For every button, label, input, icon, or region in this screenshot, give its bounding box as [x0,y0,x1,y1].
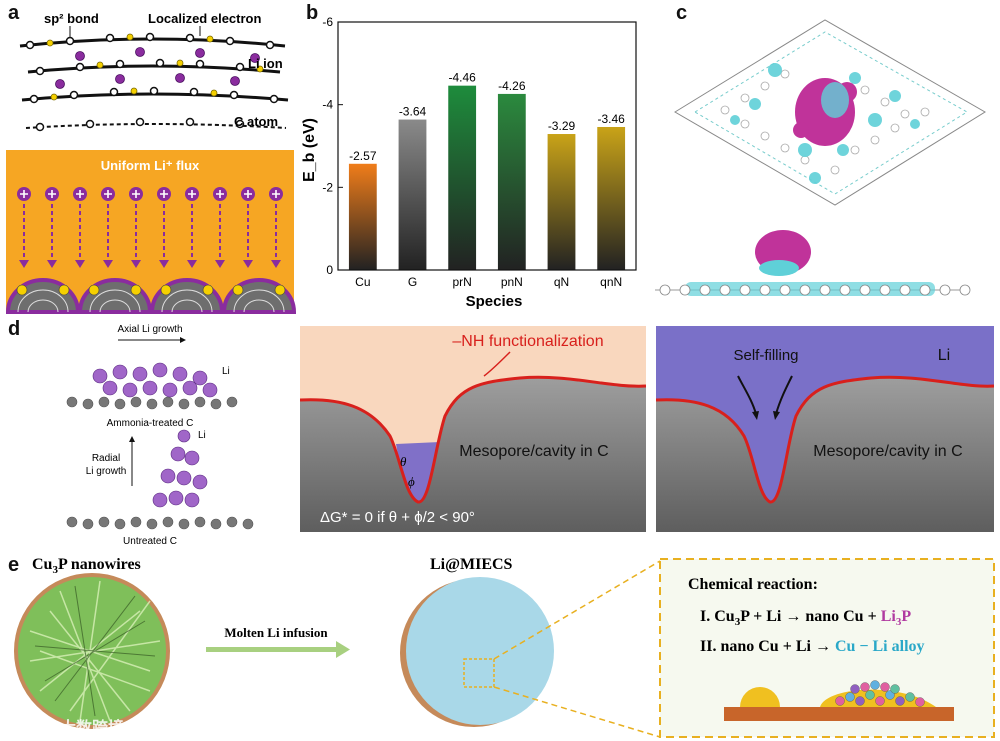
chart-ylabel: E_b (eV) [301,118,318,182]
panel-letter-a: a [8,2,20,24]
panel-d-mesopore-li: Self-filling Li Mesopore/cavity in C [656,326,994,532]
label-phi: ϕ [408,474,415,489]
label-axial-growth: Axial Li growth [117,324,182,335]
bar-Cu [348,163,377,270]
panel-letter-c: c [676,2,688,24]
x-tick-label: qnN [600,275,622,289]
label-li-right: Li [938,347,950,364]
bar-pnN [497,93,526,270]
label-untreated: Untreated C [123,536,177,547]
label-c-atom: C atom [234,114,278,129]
bar-value-label: -3.29 [548,119,576,133]
carbon-hosts [5,278,297,314]
bar-chart: -2.57 -3.64 -4.46 -4.26 -3.29 -3.46 0 -2 -4 -6Cu… [301,15,637,310]
label-sp2-bond: sp² bond [44,11,99,26]
panel-d-growth-models: Axial Li growth Li Ammonia-treated C Rad… [66,324,254,547]
x-tick-label: pnN [501,275,523,289]
bar-value-label: -3.46 [597,112,625,126]
reaction-1: I. Cu3P + Li → nano Cu + Li3P [700,608,911,628]
label-mesopore-left: Mesopore/cavity in C [459,443,608,460]
zoom-box [463,658,495,688]
label-molten-li: Molten Li infusion [224,625,328,640]
label-nh: –NH functionalization [452,333,603,350]
bar-value-label: -4.46 [448,71,476,85]
label-li-top: Li [222,366,230,377]
bar-qN [547,134,576,270]
chart-frame [337,21,637,271]
bar-value-label: -2.57 [349,149,377,163]
label-li-bottom: Li [198,430,206,441]
reaction-2: II. nano Cu + Li → Cu − Li alloy [700,638,925,655]
panel-letter-d: d [8,318,21,340]
y-tick-label: -2 [322,180,333,194]
label-li-ion: Li ion [248,56,283,71]
label-radial-line1: Radial [92,453,120,464]
label-self-filling: Self-filling [733,347,798,364]
alloy-particles [835,680,925,707]
untreated-substrate [66,516,254,530]
panel-letter-e: e [8,554,20,576]
panel-letter-b: b [306,2,319,24]
bar-value-label: -4.26 [498,79,526,93]
panel-e-schematic: Cu3P nanowires Li@MIECS Molten Li infusi… [14,556,995,738]
li-miecs-disc [406,577,554,725]
chart-xlabel: Species [466,293,523,310]
label-cu3p-nanowires: Cu3P nanowires [32,556,141,576]
axial-li-cluster [92,362,218,398]
radial-li-cluster [152,429,208,508]
ammonia-substrate [66,396,238,410]
label-radial-line2: Li growth [86,466,127,477]
panel-c-charge-density [655,19,986,296]
x-tick-label: qN [554,275,569,289]
watermark: 大数跨境 [60,718,124,737]
label-ammonia-treated: Ammonia-treated C [107,418,194,429]
bar-qnN [597,126,626,270]
label-chem-title: Chemical reaction: [688,576,818,593]
label-li-miecs: Li@MIECS [430,556,513,573]
label-mesopore-right: Mesopore/cavity in C [813,443,962,460]
cation-row [17,187,283,201]
localized-electrons [46,33,264,101]
bar-G [398,119,427,271]
bar-prN [448,85,477,270]
bar-value-label: -3.64 [399,105,427,119]
panel-a-schematic: sp² bond Localized electron Li ion C ato… [5,11,297,314]
y-tick-label: -6 [322,15,333,29]
flux-arrows [23,204,277,262]
label-delta-g: ΔG* = 0 if θ + ϕ/2 < 90° [320,509,475,526]
carbon-atoms [25,32,279,132]
label-localized-electron: Localized electron [148,11,261,26]
label-theta: θ [400,454,407,469]
li-ions [55,47,260,89]
panel-d-mesopore-nh: –NH functionalization Mesopore/cavity in… [300,326,646,532]
y-tick-label: 0 [326,263,333,277]
label-uniform-flux: Uniform Li⁺ flux [101,158,200,173]
cyan-lobes [730,63,920,184]
lattice-atoms [720,69,930,175]
nh-line [300,375,646,504]
x-tick-label: Cu [355,275,370,289]
x-tick-label: prN [452,275,471,289]
x-tick-label: G [408,275,417,289]
y-tick-label: -4 [322,98,333,112]
